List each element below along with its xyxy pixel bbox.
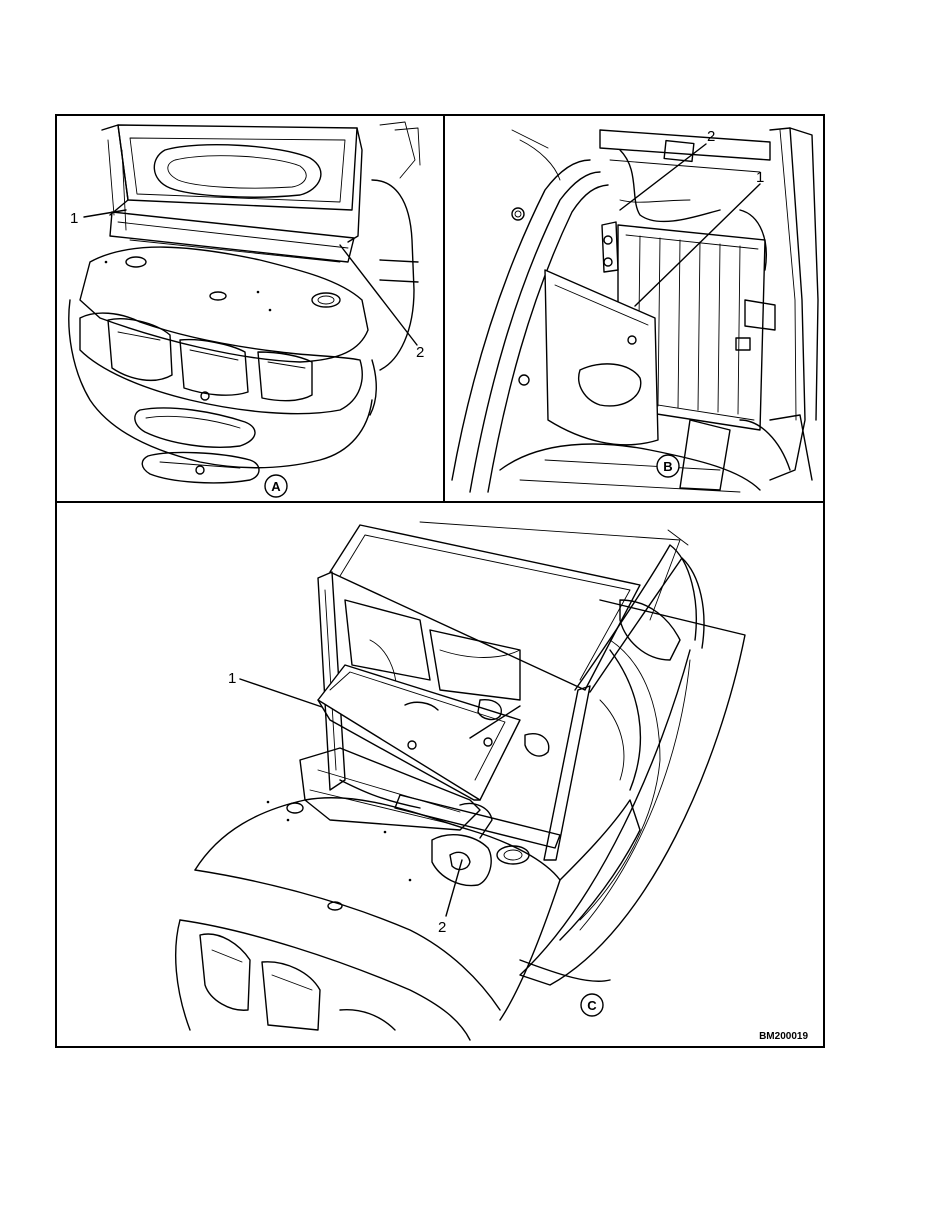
figure-id: BM200019	[759, 1031, 808, 1042]
panel-a-leader-1	[83, 209, 127, 218]
panel-a-callout-2: 2	[416, 344, 424, 361]
panel-b-drawing	[451, 127, 819, 493]
panel-a: 1 2 A	[68, 121, 424, 498]
panel-a-view-label: A	[271, 479, 281, 494]
panel-c-leader-extra	[469, 705, 521, 739]
panel-c-view-circle	[580, 993, 604, 1017]
panel-c-view-label: C	[587, 998, 597, 1013]
panel-b-view-circle	[656, 454, 680, 478]
panel-b-leader-1	[634, 183, 761, 307]
panel-c-leader-2	[445, 859, 463, 917]
panel-b-callout-1: 1	[756, 169, 764, 186]
panel-c-callout-1: 1	[228, 670, 236, 687]
panel-a-callout-1: 1	[70, 210, 78, 227]
panel-b: 2 1 B	[451, 127, 819, 493]
panel-a-leader-2	[339, 244, 418, 346]
panel-b-view-label: B	[663, 459, 672, 474]
figure-frame	[55, 114, 825, 1048]
panel-c-leader-1	[239, 678, 323, 708]
panel-b-leader-2	[619, 143, 707, 211]
panel-a-drawing	[68, 121, 421, 484]
panel-c-drawing	[174, 521, 746, 1041]
panel-c-callout-2: 2	[438, 919, 446, 936]
panel-b-callout-2: 2	[707, 128, 715, 145]
panel-c: 1 2 C	[174, 521, 746, 1041]
panel-a-view-circle	[264, 474, 288, 498]
